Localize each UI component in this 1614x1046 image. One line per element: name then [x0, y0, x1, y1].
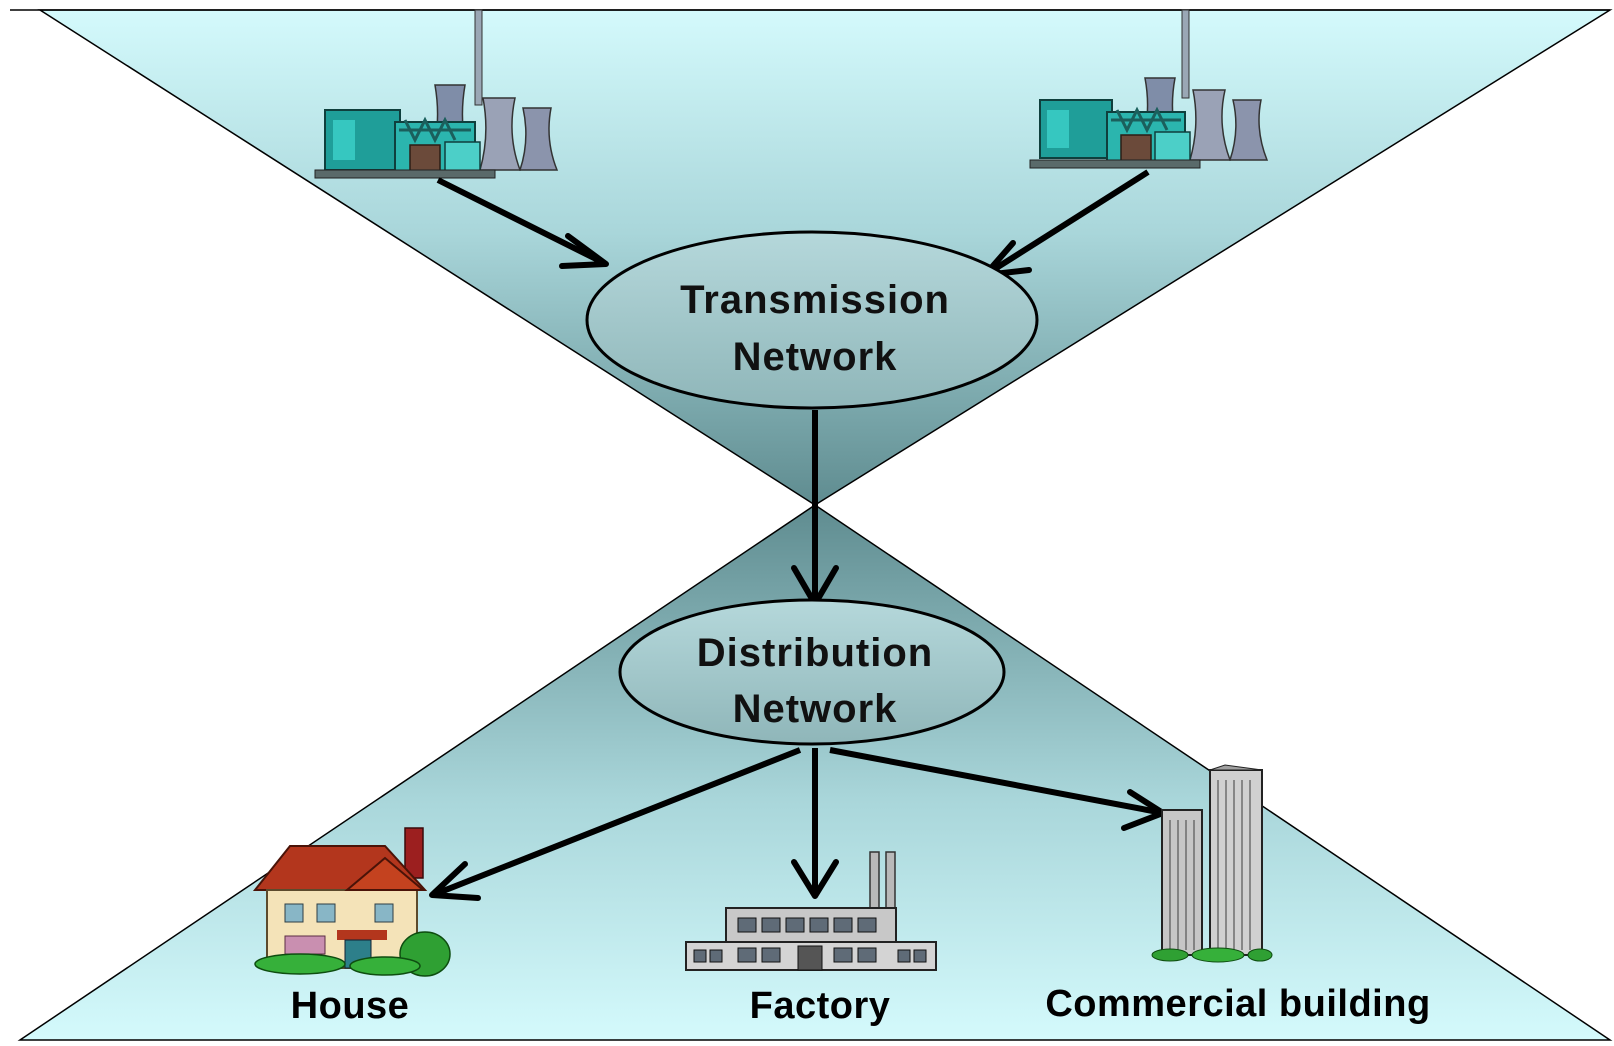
office-towers-icon	[1151, 764, 1273, 963]
factory-label: Factory	[750, 985, 891, 1027]
arrow-distribution-to-commercial	[829, 747, 1159, 815]
distribution-label-line2: Network	[733, 687, 898, 731]
transmission-label-line2: Network	[733, 335, 898, 379]
arrow-distribution-to-house	[436, 747, 802, 896]
distribution-network-node: Distribution Network	[618, 598, 1006, 746]
house-icon	[252, 827, 451, 977]
arrow-plant-right-to-transmission	[988, 169, 1150, 275]
factory-icon	[685, 851, 937, 971]
transmission-network-node: Transmission Network	[585, 230, 1039, 410]
arrow-plant-left-to-transmission	[436, 177, 604, 265]
power-plant-icon	[1029, 9, 1269, 169]
distribution-label-line1: Distribution	[697, 631, 933, 675]
power-plant-icon	[314, 9, 559, 179]
commercial-building-label: Commercial building	[1045, 983, 1430, 1025]
house-label: House	[291, 985, 410, 1027]
transmission-label-line1: Transmission	[680, 278, 950, 322]
